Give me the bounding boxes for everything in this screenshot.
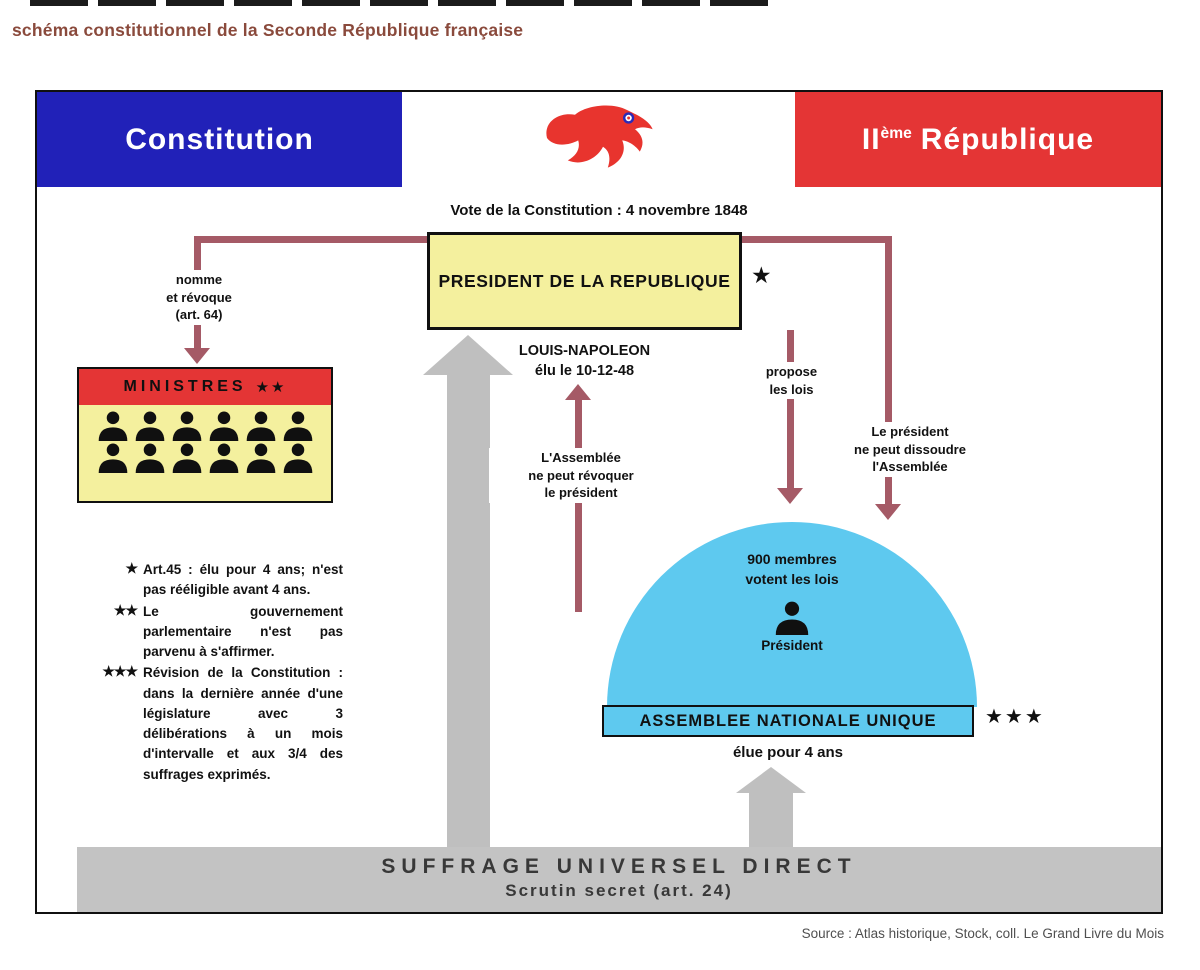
minister-icon [170, 411, 204, 441]
nomme-label: nomme et révoque (art. 64) [137, 270, 261, 325]
minister-icon [244, 443, 278, 473]
president-star: ★ [751, 262, 772, 288]
minister-icon [207, 443, 241, 473]
ministres-body [79, 405, 331, 475]
eagle-icon [545, 104, 653, 168]
propose-label: propose les lois [737, 362, 846, 400]
legend-item: ★★ Le gouvernement parlementaire n'est p… [79, 602, 343, 663]
suffrage-arrow-assembly-head [736, 767, 806, 793]
nomme-arrowhead [184, 348, 210, 364]
page-title: schéma constitutionnel de la Seconde Rép… [12, 20, 524, 40]
legend: ★ Art.45 : élu pour 4 ans; n'est pas réé… [79, 560, 343, 786]
revoquer-arrow-line [575, 400, 582, 612]
suffrage-arrow-assembly-shaft [749, 792, 793, 848]
constitution-label: Constitution [125, 122, 314, 156]
cropped-top-edge [30, 0, 768, 6]
ministres-header: MINISTRES ★★ [79, 369, 331, 405]
legend-text: Le gouvernement parlementaire n'est pas … [143, 603, 343, 660]
suffrage-arrow-president-head [423, 335, 513, 375]
suffrage-band: SUFFRAGE UNIVERSEL DIRECT Scrutin secret… [77, 847, 1161, 912]
ministres-title: MINISTRES [123, 378, 247, 395]
minister-icon [281, 411, 315, 441]
legend-stars: ★★ [113, 601, 138, 618]
legend-item: ★★★ Révision de la Constitution : dans l… [79, 663, 343, 785]
president-name: LOUIS-NAPOLEON élu le 10-12-48 [518, 343, 651, 379]
assembly-president-icon [773, 601, 811, 635]
flag-blue-panel: Constitution [37, 92, 402, 187]
assembly-hemicycle: 900 membres votent les lois Président [607, 522, 977, 707]
assembly-elected-label: élue pour 4 ans [732, 744, 844, 761]
propose-arrow-line [787, 330, 794, 488]
revoquer-label: L'Assemblée ne peut révoquer le présiden… [489, 448, 673, 503]
minister-icon [133, 411, 167, 441]
assembly-members-label: 900 membres votent les lois [745, 551, 839, 587]
dissoudre-label: Le président ne peut dissoudre l'Assembl… [812, 422, 1008, 477]
propose-arrowhead [777, 488, 803, 504]
minister-icon [170, 443, 204, 473]
assembly-stars: ★★★ [985, 706, 1045, 728]
minister-icon [96, 411, 130, 441]
legend-stars: ★★★ [102, 663, 138, 680]
minister-icon [133, 443, 167, 473]
source-caption: Source : Atlas historique, Stock, coll. … [801, 926, 1164, 941]
suffrage-title: SUFFRAGE UNIVERSEL DIRECT [381, 855, 857, 878]
legend-item: ★ Art.45 : élu pour 4 ans; n'est pas réé… [79, 560, 343, 601]
legend-text: Révision de la Constitution : dans la de… [143, 665, 343, 782]
dissoudre-arrow-line [885, 236, 892, 504]
minister-icon [96, 443, 130, 473]
president-box: PRESIDENT DE LA REPUBLIQUE [427, 232, 742, 330]
minister-icon [207, 411, 241, 441]
president-title: PRESIDENT DE LA REPUBLIQUE [438, 270, 731, 291]
assembly-bar: ASSEMBLEE NATIONALE UNIQUE [602, 705, 974, 737]
assembly-bar-title: ASSEMBLEE NATIONALE UNIQUE [639, 711, 937, 730]
suffrage-arrow-president-shaft [447, 374, 490, 848]
vote-caption: Vote de la Constitution : 4 novembre 184… [450, 202, 748, 219]
minister-icon [244, 411, 278, 441]
assembly-president-label: Président [761, 638, 823, 654]
ministres-stars: ★★ [255, 379, 287, 396]
suffrage-subtitle: Scrutin secret (art. 24) [505, 881, 733, 900]
legend-text: Art.45 : élu pour 4 ans; n'est pas rééli… [143, 562, 343, 598]
dissoudre-arrowhead [875, 504, 901, 520]
ministres-box: MINISTRES ★★ [77, 367, 333, 503]
revoquer-arrowhead [565, 384, 591, 400]
legend-stars: ★ [125, 560, 138, 576]
flag-white-panel [402, 92, 795, 187]
minister-icon [281, 443, 315, 473]
